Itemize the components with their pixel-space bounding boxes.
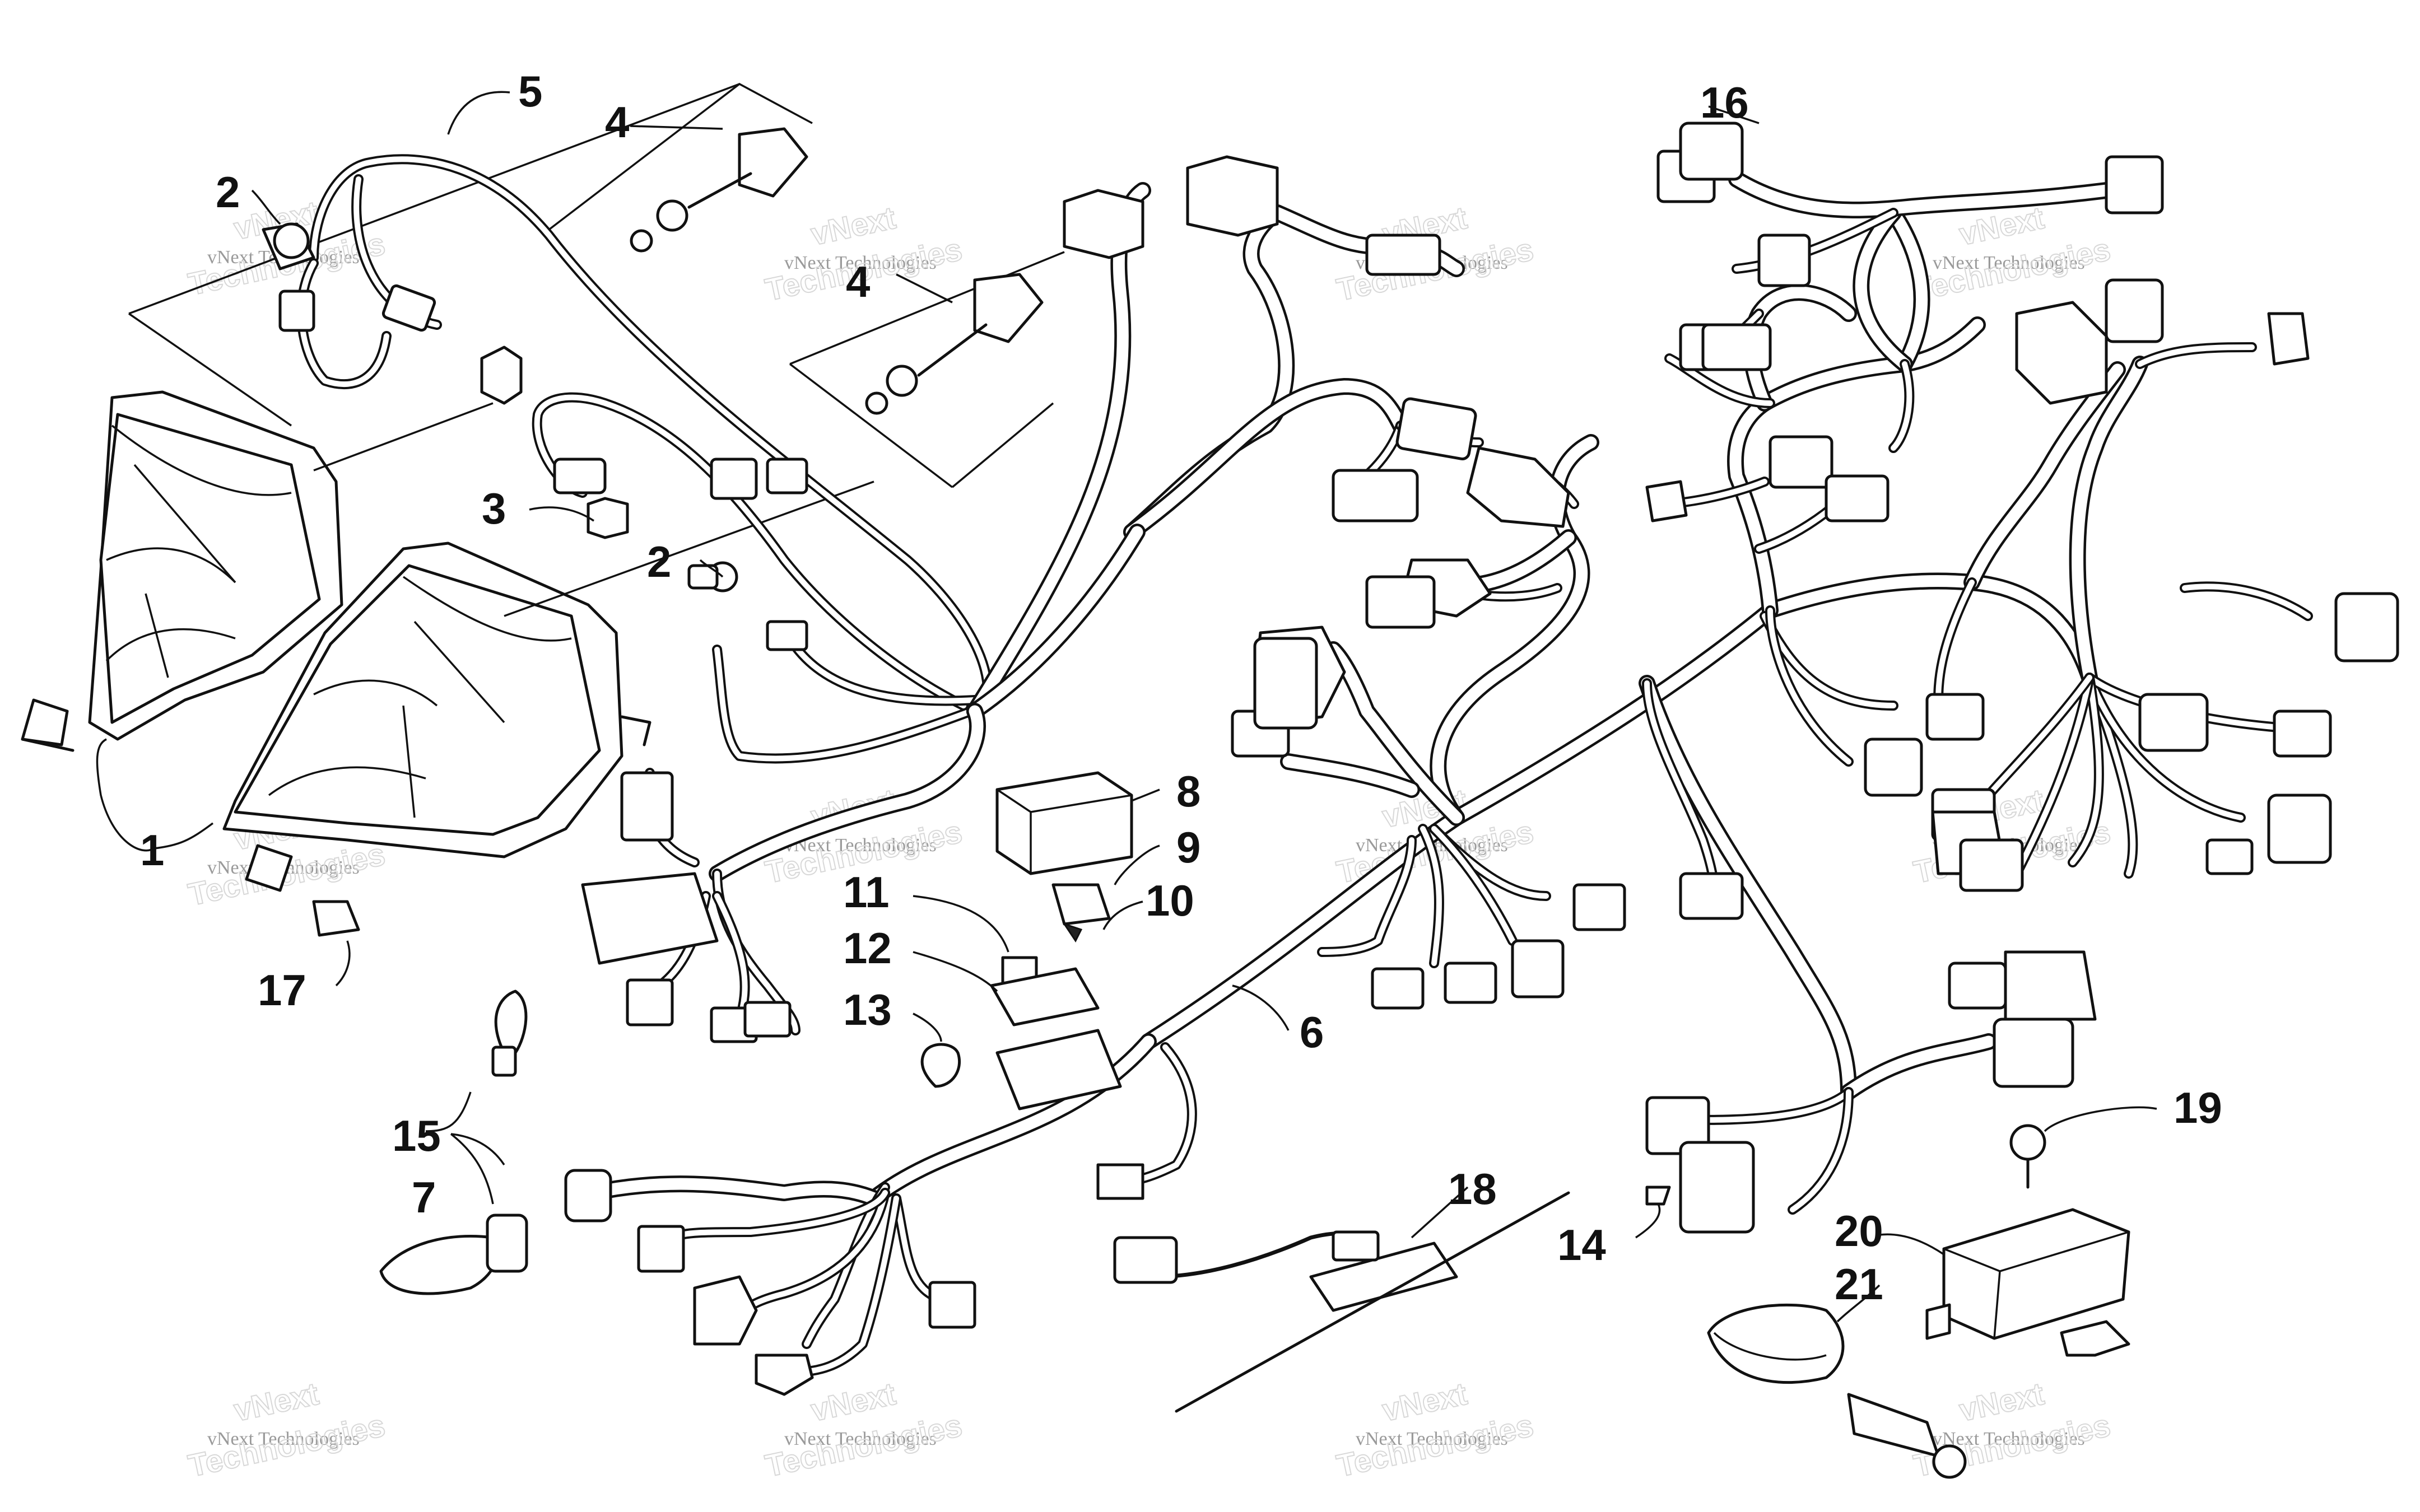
callout-8: 8: [1176, 767, 1200, 816]
harness-5: [262, 154, 993, 711]
callout-20: 20: [1835, 1206, 1883, 1256]
main-harness-6: [585, 171, 2313, 1377]
svg-text:Technologies: Technologies: [1911, 231, 2114, 307]
callout-21: 21: [1835, 1259, 1883, 1309]
svg-text:vNext Technologies: vNext Technologies: [1933, 1429, 2085, 1449]
fuse-block-and-relays: [920, 771, 1133, 1110]
callout-leaders: [96, 91, 2157, 1323]
callout-17: 17: [258, 965, 306, 1015]
callout-2a: 2: [216, 167, 240, 217]
callout-16: 16: [1700, 78, 1749, 127]
svg-text:vNext Technologies: vNext Technologies: [1933, 253, 2085, 273]
svg-text:vNext: vNext: [808, 200, 899, 252]
callout-11: 11: [843, 867, 889, 917]
headlight-wire-loom: [532, 392, 991, 764]
svg-text:Technologies: Technologies: [1334, 1407, 1537, 1483]
callout-15: 15: [392, 1111, 441, 1160]
bottom-right-parts: [1175, 1124, 2130, 1479]
projection-lines: [128, 82, 1065, 617]
misc-small-parts: [312, 900, 528, 1295]
callout-14: 14: [1557, 1220, 1606, 1270]
callout-7: 7: [412, 1173, 436, 1222]
callout-4b: 4: [846, 257, 870, 306]
callout-1: 1: [140, 825, 164, 875]
callout-5: 5: [518, 67, 542, 116]
callout-12: 12: [843, 923, 892, 973]
callout-2b: 2: [647, 537, 671, 586]
callout-4a: 4: [605, 97, 629, 147]
svg-text:vNext: vNext: [231, 1376, 322, 1428]
svg-text:vNext Technologies: vNext Technologies: [784, 1429, 937, 1449]
callout-9: 9: [1176, 823, 1200, 872]
svg-text:vNext Technologies: vNext Technologies: [207, 1429, 360, 1449]
svg-text:Technologies: Technologies: [185, 1407, 388, 1483]
svg-text:vNext: vNext: [808, 1376, 899, 1428]
callout-13: 13: [843, 985, 892, 1034]
svg-text:vNext: vNext: [1956, 1376, 2047, 1428]
svg-text:vNext Technologies: vNext Technologies: [784, 253, 937, 273]
callout-numbers: 1 2 2 3 4 4 5 6 7 8 9 10 11 12 13 14 15 …: [140, 67, 2222, 1309]
bulbs-and-sockets: [273, 127, 1044, 592]
callout-6: 6: [1300, 1007, 1324, 1057]
svg-text:Technologies: Technologies: [762, 1407, 965, 1483]
callout-10: 10: [1146, 876, 1194, 925]
callout-3: 3: [482, 484, 506, 533]
svg-text:vNext Technologies: vNext Technologies: [1356, 1429, 1508, 1449]
callout-19: 19: [2174, 1083, 2222, 1132]
connectors: [564, 122, 2399, 1396]
callout-18: 18: [1448, 1164, 1497, 1214]
svg-text:vNext: vNext: [1379, 1376, 1470, 1428]
headlight-assembly-left: [21, 390, 343, 752]
